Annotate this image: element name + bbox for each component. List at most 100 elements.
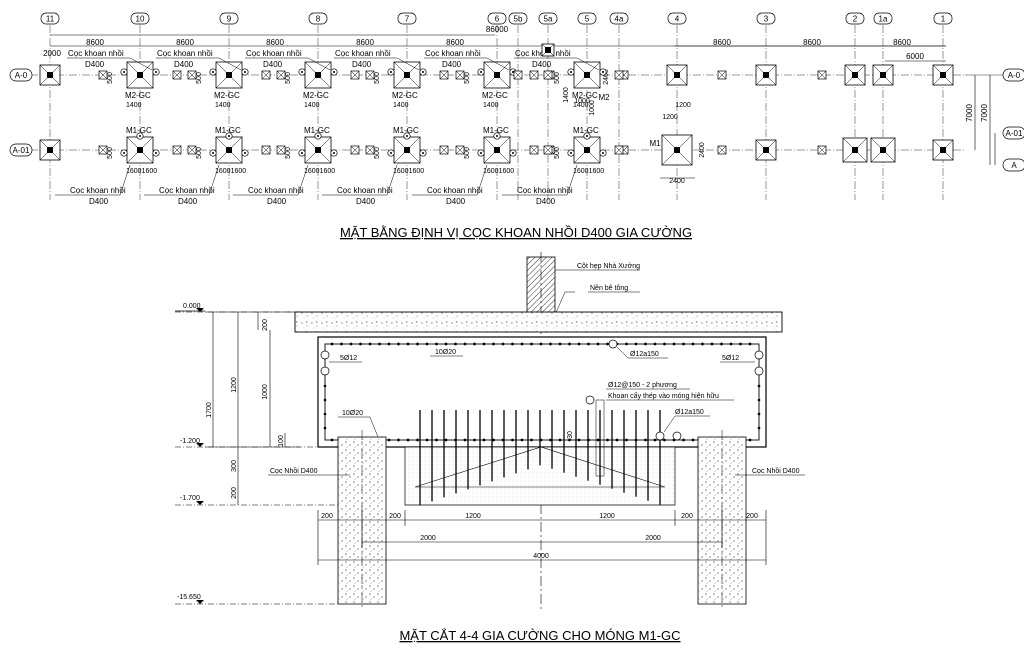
axis-bubble: 11 <box>40 12 60 25</box>
rebar-dot-bottom <box>625 438 628 442</box>
small-footing <box>529 70 539 80</box>
pile-callout-d: D400 <box>263 60 283 69</box>
axis-bubble: 10 <box>130 12 150 25</box>
rebar-dot-top <box>653 342 657 346</box>
column-label: Cột hẹp Nhà Xưởng <box>577 262 640 270</box>
rebar-dot-top <box>701 342 704 346</box>
dim-pilecap: 500 <box>107 147 114 159</box>
level-0: 0.000 <box>183 303 201 310</box>
dim-200: 200 <box>262 319 269 331</box>
leader-line <box>129 57 153 71</box>
existing-footing <box>870 137 896 163</box>
pilecap-tag-m1gc: M1-GC <box>393 126 419 135</box>
small-footing-diagonal <box>261 145 271 155</box>
axis-label: 7 <box>405 15 410 24</box>
small-footing-diagonal <box>187 70 197 80</box>
dim-span: 8600 <box>176 38 194 47</box>
bored-pile-center <box>570 71 572 73</box>
axis-label: 4 <box>675 15 680 24</box>
dim-30: 30 <box>567 431 574 439</box>
axis-bubble-frame <box>487 12 507 25</box>
small-footing <box>543 145 553 155</box>
small-footing-diagonal <box>365 70 375 80</box>
rebar-dot-bottom <box>558 438 562 442</box>
rebar-dot-top <box>729 342 733 346</box>
dim-300: 300 <box>231 460 238 472</box>
bored-pile-center <box>480 71 482 73</box>
pile-callout-d: D400 <box>532 60 552 69</box>
axis-bubble: 8 <box>308 12 328 25</box>
bored-pile-center <box>244 152 246 154</box>
small-footing-diagonal <box>817 70 827 80</box>
pile-label-left: Cọc Nhồi D400 <box>270 466 318 475</box>
rebar-dot-top <box>425 342 429 346</box>
bored-pile-center <box>212 152 214 154</box>
small-footing <box>455 145 465 155</box>
dim-pilecap: 1400 <box>563 87 570 103</box>
rebar-dot-side <box>757 398 761 402</box>
dim-span: 8600 <box>446 38 464 47</box>
pile-callout-d: D400 <box>446 197 466 206</box>
rebar-dot-top <box>406 342 410 346</box>
axis-bubble: 4 <box>667 12 687 25</box>
bored-pile-center <box>244 71 246 73</box>
level-lines <box>175 311 340 605</box>
pile-callout-d: D400 <box>85 60 105 69</box>
dim-1200: 1200 <box>465 513 481 520</box>
rebar-dot-top <box>511 342 514 346</box>
pilecap-tag-m2: M2 <box>598 93 610 102</box>
section-title: MẶT CẮT 4-4 GIA CƯỜNG CHO MÓNG M1-GC <box>399 628 680 643</box>
rebar-dot-top <box>387 342 391 346</box>
column-core <box>852 72 858 78</box>
dim-200: 200 <box>231 487 238 499</box>
rebar-dot-bottom <box>530 438 533 442</box>
bored-pile-center <box>301 152 303 154</box>
pilecap-tag-m1gc: M1-GC <box>126 126 152 135</box>
dim-pilecap: 1400 <box>483 102 499 109</box>
pile-callout-d: D400 <box>442 60 462 69</box>
rebar-dot-top <box>444 342 448 346</box>
rebar-dot-top <box>492 342 495 346</box>
small-footing <box>439 145 449 155</box>
existing-footing <box>842 137 868 163</box>
column-core <box>940 147 946 153</box>
axis-bubble-frame <box>577 12 597 25</box>
drilled-dowels <box>419 410 661 506</box>
rebar-dot-bottom <box>444 438 448 442</box>
leader-line <box>476 164 488 196</box>
small-footing-diagonal <box>529 70 539 80</box>
pilecap-tag-m2gc: M2-GC <box>482 91 508 100</box>
rebar-dot-bottom <box>406 438 410 442</box>
existing-footing <box>932 139 954 161</box>
reinforced-footing-m2gc <box>304 61 332 89</box>
pilecap-tag-m2gc: M2-GC <box>303 91 329 100</box>
small-footing <box>817 145 827 155</box>
leader-line <box>208 164 220 196</box>
bored-pile-center <box>155 71 157 73</box>
bored-pile-center <box>333 152 335 154</box>
axis-bubble: 6 <box>487 12 507 25</box>
axis-bubble: 7 <box>397 12 417 25</box>
pile-callout: Cọc khoan nhồi <box>159 186 215 195</box>
rebar-dot-top <box>558 342 562 346</box>
bored-pile-center <box>212 71 214 73</box>
axis-bubble-frame <box>933 12 953 25</box>
pile-callout: Cọc khoan nhồi <box>248 186 304 195</box>
rebar-dot-bottom <box>577 438 581 442</box>
axis-bubble-frame <box>9 68 33 82</box>
level-minus-15650: -15.650 <box>177 594 201 601</box>
small-footing-diagonal <box>439 70 449 80</box>
rebar-dot-top <box>625 342 628 346</box>
axis-label: 4a <box>615 15 624 24</box>
pile-callout-d: D400 <box>89 197 109 206</box>
pile-callout: Cọc khoan nhồi <box>425 49 481 58</box>
dim-span: 8600 <box>86 38 104 47</box>
bored-pile-center <box>512 71 514 73</box>
reinforced-footing-m2gc <box>573 61 601 89</box>
pilecap-tag-m1gc: M1-GC <box>215 126 241 135</box>
axis-bubble-side: A-01 <box>9 143 33 157</box>
rebar-dot-bottom <box>615 438 619 442</box>
axis-bubble: 1a <box>873 12 893 25</box>
bored-pile-center <box>228 135 230 137</box>
dim-pilecap: 2400 <box>669 178 685 185</box>
